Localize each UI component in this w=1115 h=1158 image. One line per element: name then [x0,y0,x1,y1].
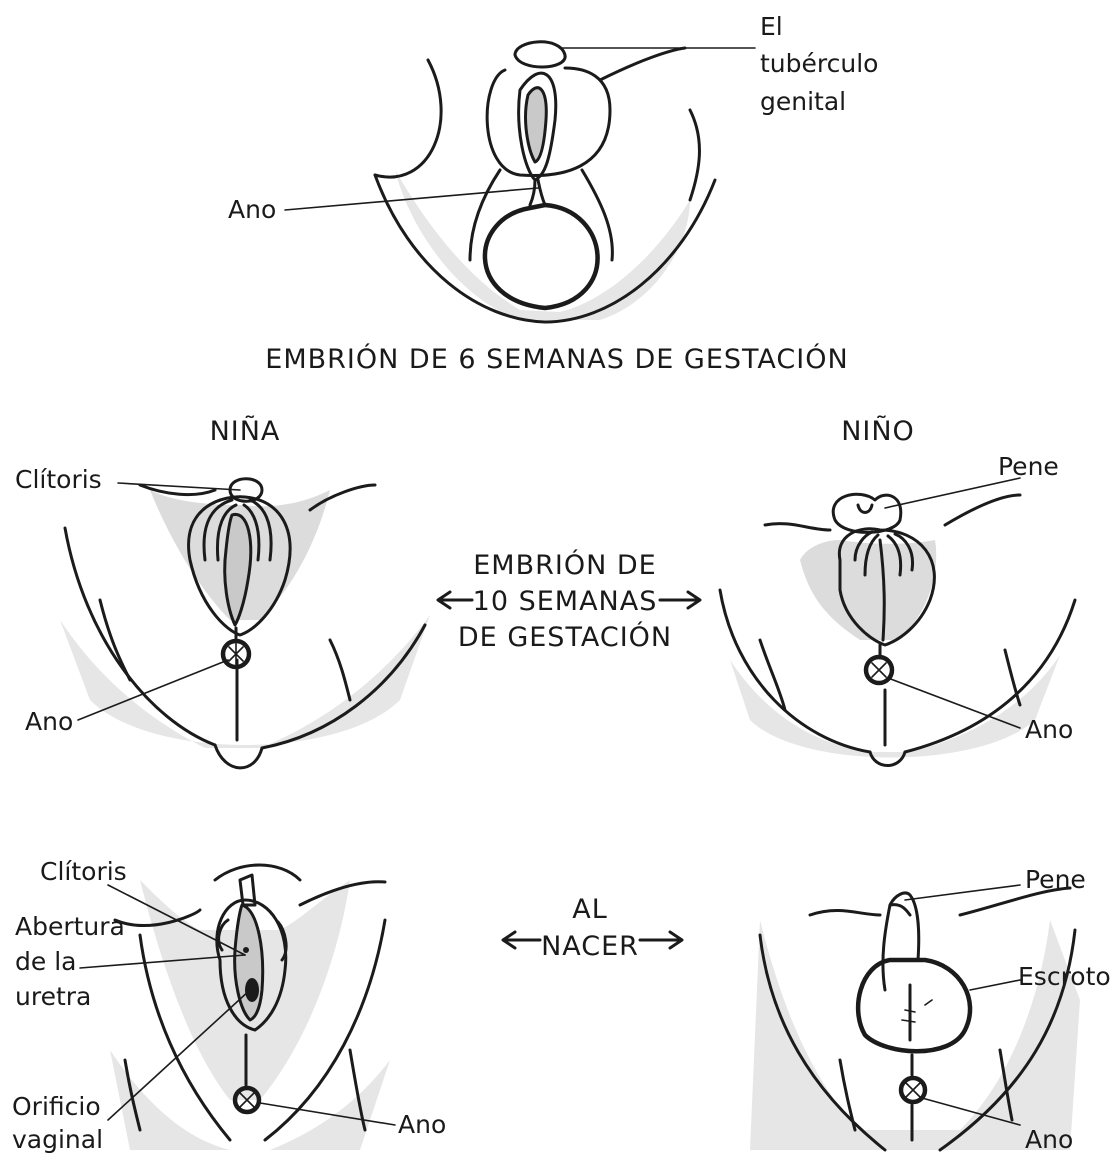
arrow-left-10-weeks [438,592,472,608]
arrow-left-birth [503,932,540,948]
embryo-6-weeks-illustration [375,42,715,322]
caption-10-weeks-line3: DE GESTACIÓN [458,621,672,653]
boy-birth-illustration [750,888,1080,1150]
anus-label-top: Ano [228,195,276,224]
caption-10-weeks-line1: EMBRIÓN DE [473,549,656,581]
girl10-clitoris-label: Clítoris [15,465,102,494]
title-girl: NIÑA [210,415,281,447]
caption-birth-line2: NACER [541,931,639,962]
girlbirth-vaginal-label-line1: Orificio [12,1092,101,1121]
boybirth-penis-leader-line [905,885,1020,900]
tubercle-label-line3: genital [760,87,846,116]
tubercle-label-line2: tubérculo [760,49,878,78]
boybirth-scrotum-label: Escroto [1018,962,1111,991]
title-boy: NIÑO [841,415,915,447]
girlbirth-urethra-label-line1: Abertura [15,912,125,941]
girlbirth-urethra-label-line2: de la [15,947,76,976]
boy10-anus-leader-line [888,678,1020,728]
caption-birth-line1: AL [572,894,608,925]
girl-10-weeks-illustration [60,479,430,768]
tubercle-label-line1: El [760,12,783,41]
boy10-penis-label: Pene [998,452,1059,481]
girl10-clitoris-leader-line [118,483,240,490]
boy10-penis-leader-line [885,478,1020,508]
boybirth-penis-label: Pene [1025,865,1086,894]
boybirth-scrotum-leader-line [970,980,1020,990]
arrow-right-birth [640,932,682,948]
boy10-anus-label: Ano [1025,715,1073,744]
boybirth-anus-label: Ano [1025,1125,1073,1154]
girlbirth-urethra-label-line3: uretra [15,982,91,1011]
girlbirth-clitoris-label: Clítoris [40,857,127,886]
girlbirth-anus-label: Ano [398,1110,446,1139]
girl10-anus-label: Ano [25,707,73,736]
boy-10-weeks-illustration [720,494,1075,765]
caption-10-weeks-line2: 10 SEMANAS [473,586,658,617]
caption-6-weeks: EMBRIÓN DE 6 SEMANAS DE GESTACIÓN [265,343,848,375]
arrow-right-10-weeks [660,592,700,608]
girlbirth-vaginal-label-line2: vaginal [12,1125,103,1154]
